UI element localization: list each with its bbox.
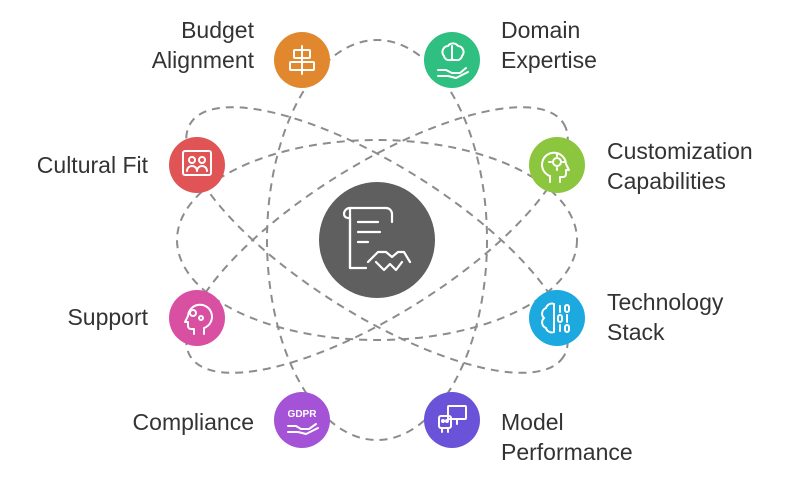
support-label: Support [67, 302, 148, 332]
compliance-line-1: Compliance [132, 409, 254, 435]
center-node [319, 182, 435, 298]
binary-brain-icon [541, 302, 570, 334]
customization-capabilities-line-2: Capabilities [607, 168, 726, 194]
support-head-icon [184, 303, 213, 335]
support-circle [169, 290, 225, 346]
customization-capabilities-node [529, 137, 585, 193]
technology-stack-label: Technology Stack [607, 287, 723, 347]
domain-expertise-node [424, 32, 480, 88]
customization-capabilities-label: Customization Capabilities [607, 136, 753, 196]
domain-expertise-label: Domain Expertise [501, 15, 597, 75]
budget-alignment-line-1: Budget [181, 17, 254, 43]
orbit-vertical [266, 39, 488, 441]
technology-stack-line-1: Technology [607, 289, 724, 315]
cultural-fit-circle [169, 137, 225, 193]
budget-alignment-node [274, 32, 330, 88]
compliance-label: Compliance [133, 407, 254, 437]
cultural-fit-node [169, 137, 225, 193]
align-center-icon [289, 45, 315, 75]
domain-expertise-line-2: Expertise [501, 47, 597, 73]
orbit-horizontal [176, 139, 578, 341]
cultural-fit-line-1: Cultural Fit [36, 152, 148, 178]
gdpr-glyph: GDPR [288, 409, 318, 420]
monitor-robot-icon [438, 405, 467, 433]
cultural-fit-label: Cultural Fit [37, 150, 148, 180]
support-node [169, 290, 225, 346]
team-people-icon [182, 150, 212, 176]
model-performance-node [424, 392, 480, 448]
model-performance-label: Model Performance [501, 407, 633, 467]
center-circle [319, 182, 435, 298]
compliance-node: GDPR [274, 392, 330, 448]
gdpr-hand-icon: GDPR [287, 409, 319, 435]
customization-capabilities-line-1: Customization [607, 138, 753, 164]
compliance-circle [274, 392, 330, 448]
technology-stack-line-2: Stack [607, 319, 665, 345]
contract-handshake-icon [342, 206, 412, 272]
support-line-1: Support [67, 304, 148, 330]
model-performance-line-1: Model [501, 409, 564, 435]
technology-stack-node [529, 290, 585, 346]
brain-hand-icon [437, 42, 469, 79]
head-gear-icon [541, 151, 570, 183]
budget-alignment-line-2: Alignment [151, 47, 254, 73]
orbit-diagonal-a [185, 106, 569, 374]
budget-alignment-label: Budget Alignment [152, 15, 254, 75]
domain-expertise-line-1: Domain [501, 17, 581, 43]
model-performance-line-2: Performance [501, 439, 633, 465]
orbit-diagonal-b [185, 106, 569, 374]
